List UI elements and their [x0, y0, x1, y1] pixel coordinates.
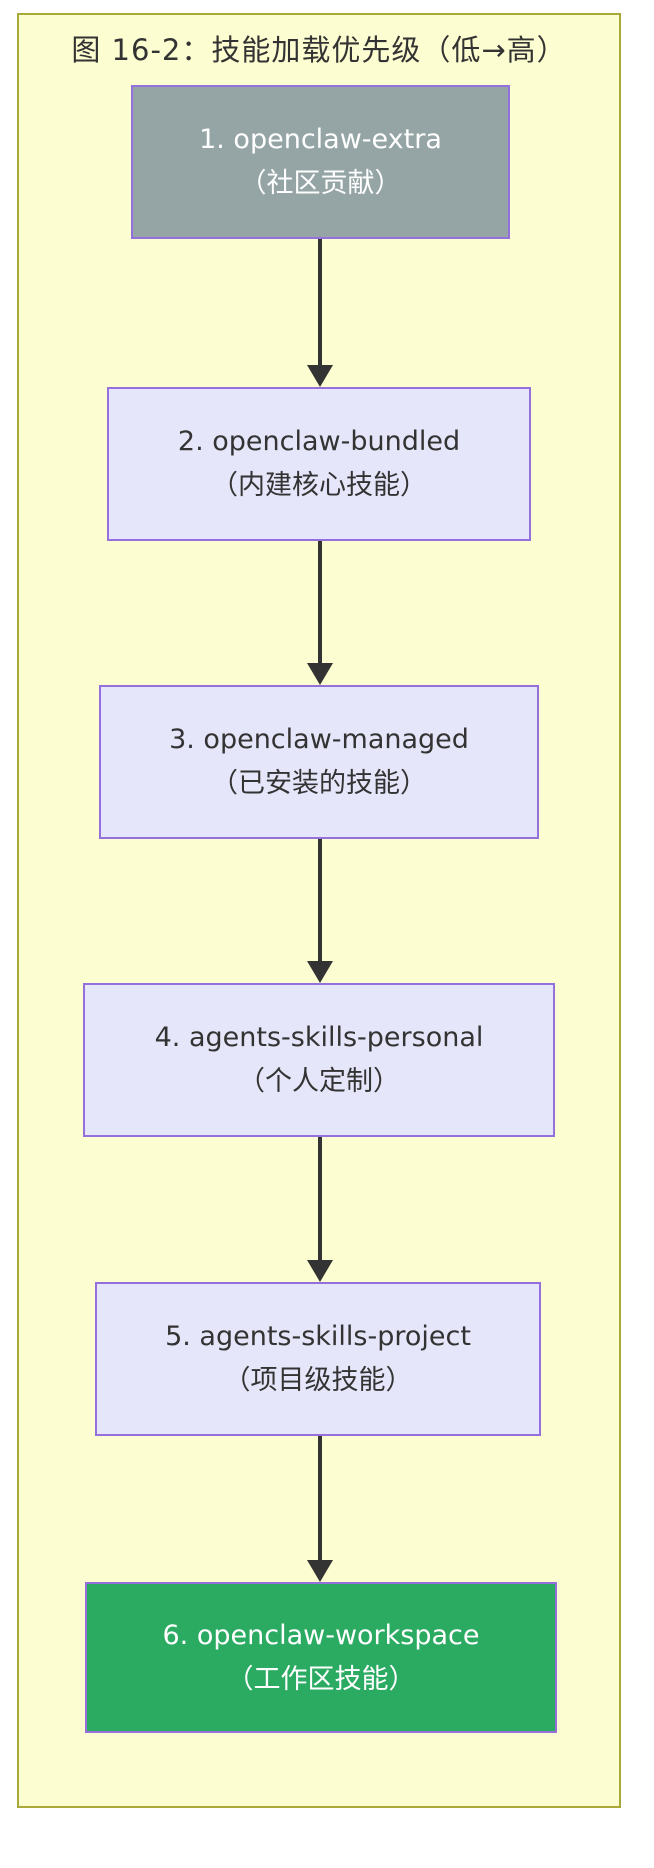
node-agents-skills-personal-line1: 4. agents-skills-personal — [154, 1022, 484, 1053]
node-openclaw-workspace: 6. openclaw-workspace （工作区技能） — [85, 1582, 557, 1733]
figure-title: 图 16-2：技能加载优先级（低→高） — [71, 33, 567, 67]
node-openclaw-extra-line2: （社区贡献） — [239, 168, 402, 199]
arrow-5-6 — [307, 1436, 333, 1582]
arrow-3-4-head-icon — [307, 961, 333, 983]
arrow-2-3 — [307, 541, 333, 685]
arrow-4-5 — [307, 1137, 333, 1282]
node-openclaw-bundled-line1: 2. openclaw-bundled — [177, 426, 461, 457]
arrow-4-5-line — [318, 1137, 322, 1262]
node-openclaw-workspace-line1: 6. openclaw-workspace — [162, 1619, 480, 1651]
node-openclaw-managed-line1: 3. openclaw-managed — [169, 724, 469, 755]
arrow-2-3-line — [318, 541, 322, 665]
arrow-3-4 — [307, 839, 333, 983]
figure-panel: 图 16-2：技能加载优先级（低→高） 1. openclaw-extra （社… — [17, 13, 621, 1808]
node-agents-skills-personal: 4. agents-skills-personal （个人定制） — [83, 983, 555, 1137]
node-agents-skills-project: 5. agents-skills-project （项目级技能） — [95, 1282, 541, 1436]
arrow-5-6-head-icon — [307, 1560, 333, 1582]
node-openclaw-managed: 3. openclaw-managed （已安装的技能） — [99, 685, 539, 839]
node-agents-skills-project-line1: 5. agents-skills-project — [165, 1321, 471, 1352]
arrow-2-3-head-icon — [307, 663, 333, 685]
arrow-1-2-line — [318, 239, 322, 367]
node-agents-skills-personal-line2: （个人定制） — [238, 1066, 400, 1097]
node-agents-skills-project-line2: （项目级技能） — [223, 1365, 413, 1396]
node-openclaw-bundled: 2. openclaw-bundled （内建核心技能） — [107, 387, 531, 541]
arrow-3-4-line — [318, 839, 322, 963]
arrow-1-2-head-icon — [307, 365, 333, 387]
node-openclaw-extra: 1. openclaw-extra （社区贡献） — [131, 85, 510, 239]
node-openclaw-extra-line1: 1. openclaw-extra — [199, 124, 442, 155]
node-openclaw-workspace-line2: （工作区技能） — [226, 1663, 416, 1695]
arrow-5-6-line — [318, 1436, 322, 1562]
node-openclaw-bundled-line2: （内建核心技能） — [211, 470, 427, 501]
arrow-1-2 — [307, 239, 333, 387]
node-openclaw-managed-line2: （已安装的技能） — [211, 768, 427, 799]
arrow-4-5-head-icon — [307, 1260, 333, 1282]
